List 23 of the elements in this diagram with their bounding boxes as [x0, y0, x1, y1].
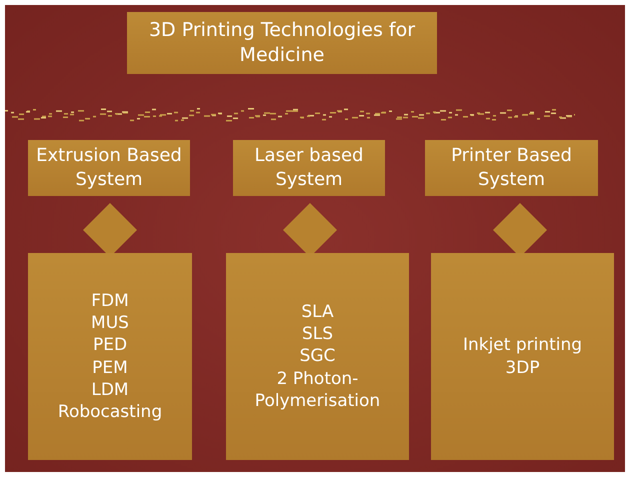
list-item: SLA: [301, 301, 334, 324]
title-box: [127, 12, 437, 74]
list-item: PED: [92, 334, 128, 356]
technology-list-box: [28, 253, 192, 460]
list-item: MUS: [91, 312, 129, 334]
list-item: SLS: [302, 323, 334, 346]
list-item: SGC: [300, 345, 336, 368]
box-label: Extrusion Based System: [35, 144, 183, 192]
technology-list-box: [226, 253, 409, 460]
list-item: FDM: [91, 290, 129, 312]
list-item: 3DP: [505, 356, 540, 379]
list-item: PEM: [92, 356, 128, 379]
list-item: 2 Photon- Polymerisation: [254, 368, 382, 412]
list-item: Robocasting: [58, 400, 162, 423]
list-item: LDM: [91, 378, 129, 401]
list-item: Inkjet printing: [462, 334, 582, 356]
box-label: Laser based System: [254, 144, 364, 192]
category-box: [233, 140, 385, 196]
category-box: [425, 140, 598, 196]
category-box: [28, 140, 190, 196]
technology-list-box: [431, 253, 614, 460]
box-label: Printer Based System: [450, 144, 573, 192]
box-label: 3D Printing Technologies for Medicine: [148, 18, 416, 68]
